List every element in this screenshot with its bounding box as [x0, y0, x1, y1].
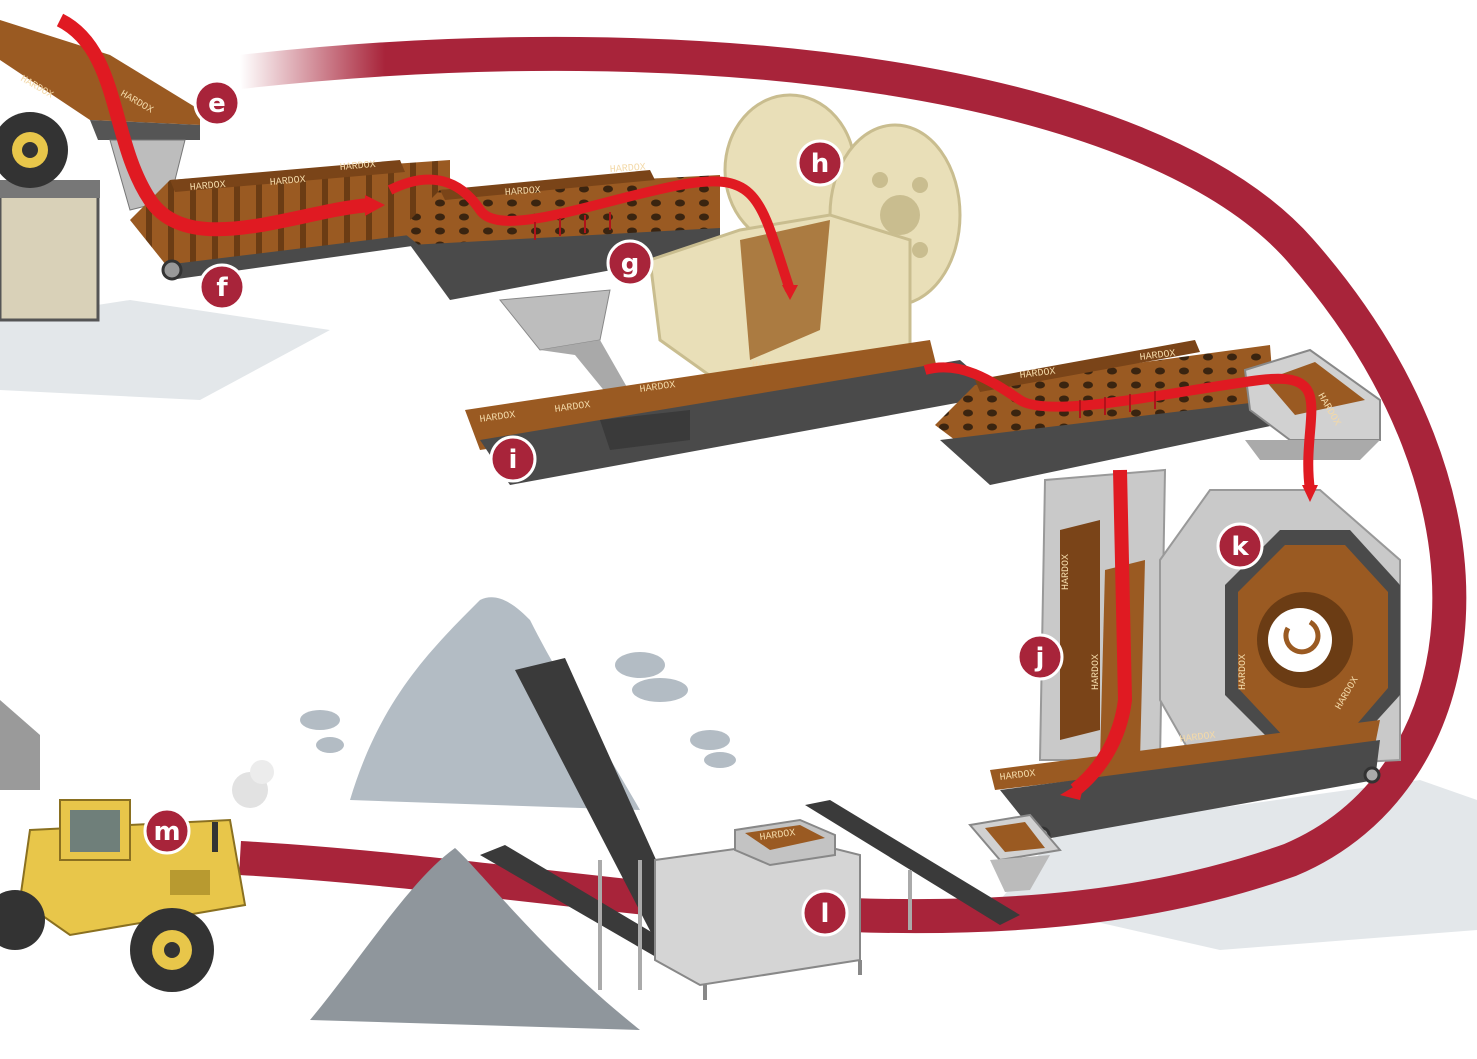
station-letter-h: h — [811, 149, 830, 179]
discharge-chute: HARDOX HARDOX — [1040, 470, 1165, 760]
hardox-mark-17: HARDOX — [1238, 654, 1249, 690]
station-letter-g: g — [621, 249, 640, 279]
station-label-f: f — [200, 265, 244, 309]
station-letter-m: m — [153, 817, 180, 847]
hardox-mark-15: HARDOX — [1061, 554, 1072, 590]
station-label-j: j — [1018, 635, 1062, 679]
station-label-e: e — [195, 81, 239, 125]
station-letter-j: j — [1035, 643, 1045, 673]
station-label-l: l — [803, 891, 847, 935]
station-label-m: m — [145, 809, 189, 853]
station-letter-k: k — [1231, 532, 1249, 562]
station-letter-i: i — [509, 445, 518, 475]
station-label-g: g — [608, 241, 652, 285]
wheel-loader — [0, 700, 274, 992]
station-letter-e: e — [208, 89, 226, 119]
station-letter-f: f — [216, 273, 228, 303]
haul-truck — [0, 112, 100, 320]
station-label-i: i — [491, 437, 535, 481]
station-label-k: k — [1218, 524, 1262, 568]
station-letter-l: l — [821, 899, 830, 929]
station-label-h: h — [798, 141, 842, 185]
hardox-mark-16: HARDOX — [1091, 654, 1102, 690]
